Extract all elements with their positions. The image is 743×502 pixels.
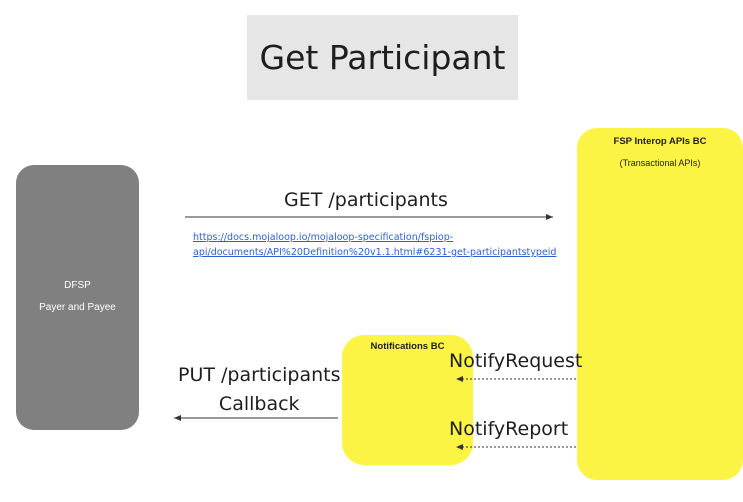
fsp-interop-subtitle: (Transactional APIs) [619,158,701,168]
fsp-interop-name: FSP Interop APIs BC [613,136,707,147]
notifications-bc-box: Notifications BC [342,335,473,465]
api-spec-link-line2[interactable]: api/documents/API%20Definition%20v1.1.ht… [193,247,557,258]
notify-request-label: NotifyRequest [449,350,583,372]
notifications-name: Notifications BC [370,341,445,352]
put-participants-label: PUT /participants Callback [178,361,340,419]
fsp-interop-apis-box: FSP Interop APIs BC (Transactional APIs) [577,128,743,480]
diagram-title: Get Participant [247,15,518,100]
api-spec-link[interactable]: https://docs.mojaloop.io/mojaloop-specif… [193,230,556,260]
dfsp-name: DFSP [64,280,91,291]
put-label-line1: PUT /participants [178,364,341,386]
dfsp-participant-box: DFSP Payer and Payee [16,165,139,430]
get-participants-label: GET /participants [284,189,448,211]
put-label-line2: Callback [218,393,300,415]
dfsp-subtitle: Payer and Payee [39,302,116,313]
api-spec-link-line1[interactable]: https://docs.mojaloop.io/mojaloop-specif… [193,232,454,243]
notify-report-label: NotifyReport [449,418,569,440]
